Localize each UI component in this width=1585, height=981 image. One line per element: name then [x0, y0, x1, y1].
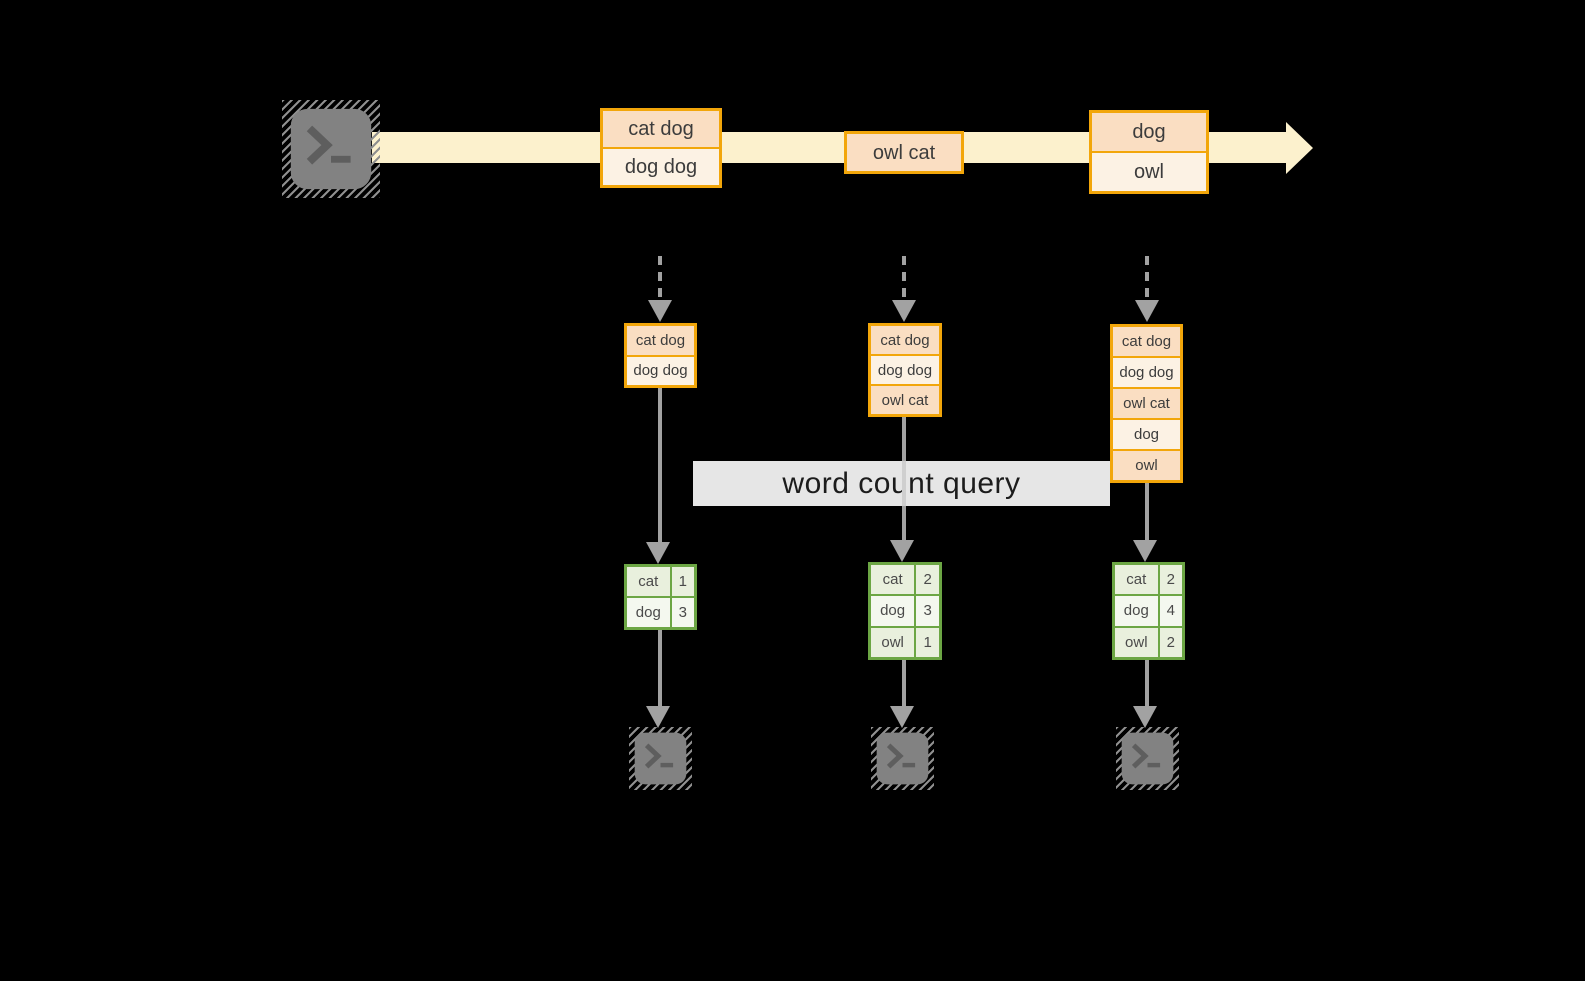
terminal-sink-icon-3 — [1116, 727, 1179, 790]
stream-batch-2: owl cat — [844, 131, 964, 174]
sink-arrowhead-3-icon — [1133, 706, 1157, 728]
query-arrow-3 — [1145, 483, 1149, 540]
query-arrowhead-2-icon — [890, 540, 914, 562]
count-cell: 2 — [916, 565, 939, 595]
word-cell: owl — [1115, 627, 1158, 657]
stream-batch-1: cat dog dog dog — [600, 108, 722, 188]
count-row: owl 2 — [1115, 627, 1182, 657]
query-arrow-2-bottom — [902, 506, 906, 540]
state-row: dog dog — [1113, 358, 1180, 387]
dashed-arrowhead-1-icon — [648, 300, 672, 322]
batch-row: dog dog — [603, 149, 719, 185]
count-cell: 1 — [916, 627, 939, 657]
terminal-glyph-icon — [290, 108, 372, 190]
stream-arrowhead-icon — [1286, 122, 1313, 174]
sink-arrowhead-1-icon — [646, 706, 670, 728]
state-row: owl cat — [871, 386, 939, 414]
state-box-2: cat dog dog dog owl cat — [868, 323, 942, 417]
query-arrowhead-1-icon — [646, 542, 670, 564]
terminal-sink-icon-1 — [629, 727, 692, 790]
count-cell: 3 — [916, 596, 939, 626]
state-row: dog dog — [627, 356, 694, 385]
count-cell: 3 — [671, 598, 694, 627]
batch-row: cat dog — [603, 111, 719, 147]
sink-arrowhead-2-icon — [890, 706, 914, 728]
state-box-3: cat dog dog dog owl cat dog owl — [1110, 324, 1183, 483]
sink-arrow-2 — [902, 660, 906, 706]
word-cell: cat — [1115, 565, 1158, 595]
count-table-3: cat 2 dog 4 owl 2 — [1112, 562, 1185, 660]
count-cell: 2 — [1159, 565, 1182, 595]
state-row: dog — [1113, 420, 1180, 449]
word-cell: cat — [627, 567, 670, 596]
count-table-2: cat 2 dog 3 owl 1 — [868, 562, 942, 660]
word-cell: dog — [627, 598, 670, 627]
word-cell: owl — [871, 627, 915, 657]
batch-row: owl — [1092, 153, 1206, 191]
count-row: cat 2 — [871, 565, 939, 595]
state-row: owl — [1113, 451, 1180, 480]
count-row: dog 3 — [871, 596, 939, 626]
dashed-arrow-1 — [658, 256, 662, 300]
state-row: cat dog — [1113, 327, 1180, 356]
word-cell: dog — [871, 596, 915, 626]
stream-batch-3: dog owl — [1089, 110, 1209, 194]
count-row: cat 2 — [1115, 565, 1182, 595]
terminal-glyph-icon — [1121, 732, 1174, 785]
dashed-arrowhead-3-icon — [1135, 300, 1159, 322]
query-arrow-2-top — [902, 417, 906, 461]
query-arrow-1 — [658, 388, 662, 542]
word-count-query-label: word count query — [693, 461, 1110, 506]
terminal-sink-icon-2 — [871, 727, 934, 790]
count-cell: 1 — [671, 567, 694, 596]
terminal-source-icon — [282, 100, 380, 198]
count-row: cat 1 — [627, 567, 694, 596]
state-box-1: cat dog dog dog — [624, 323, 697, 388]
query-arrow-2-overlap — [902, 461, 906, 506]
dashed-arrowhead-2-icon — [892, 300, 916, 322]
dashed-arrow-3 — [1145, 256, 1149, 300]
sink-arrow-3 — [1145, 660, 1149, 706]
count-cell: 2 — [1159, 627, 1182, 657]
state-row: dog dog — [871, 356, 939, 384]
batch-row: dog — [1092, 113, 1206, 151]
state-row: cat dog — [871, 326, 939, 354]
terminal-glyph-icon — [634, 732, 687, 785]
word-cell: dog — [1115, 596, 1158, 626]
sink-arrow-1 — [658, 630, 662, 706]
state-row: owl cat — [1113, 389, 1180, 418]
count-table-1: cat 1 dog 3 — [624, 564, 697, 630]
word-cell: cat — [871, 565, 915, 595]
dashed-arrow-2 — [902, 256, 906, 300]
count-cell: 4 — [1159, 596, 1182, 626]
count-row: dog 4 — [1115, 596, 1182, 626]
batch-row: owl cat — [847, 134, 961, 171]
state-row: cat dog — [627, 326, 694, 355]
terminal-glyph-icon — [876, 732, 929, 785]
count-row: dog 3 — [627, 598, 694, 627]
query-arrowhead-3-icon — [1133, 540, 1157, 562]
count-row: owl 1 — [871, 627, 939, 657]
